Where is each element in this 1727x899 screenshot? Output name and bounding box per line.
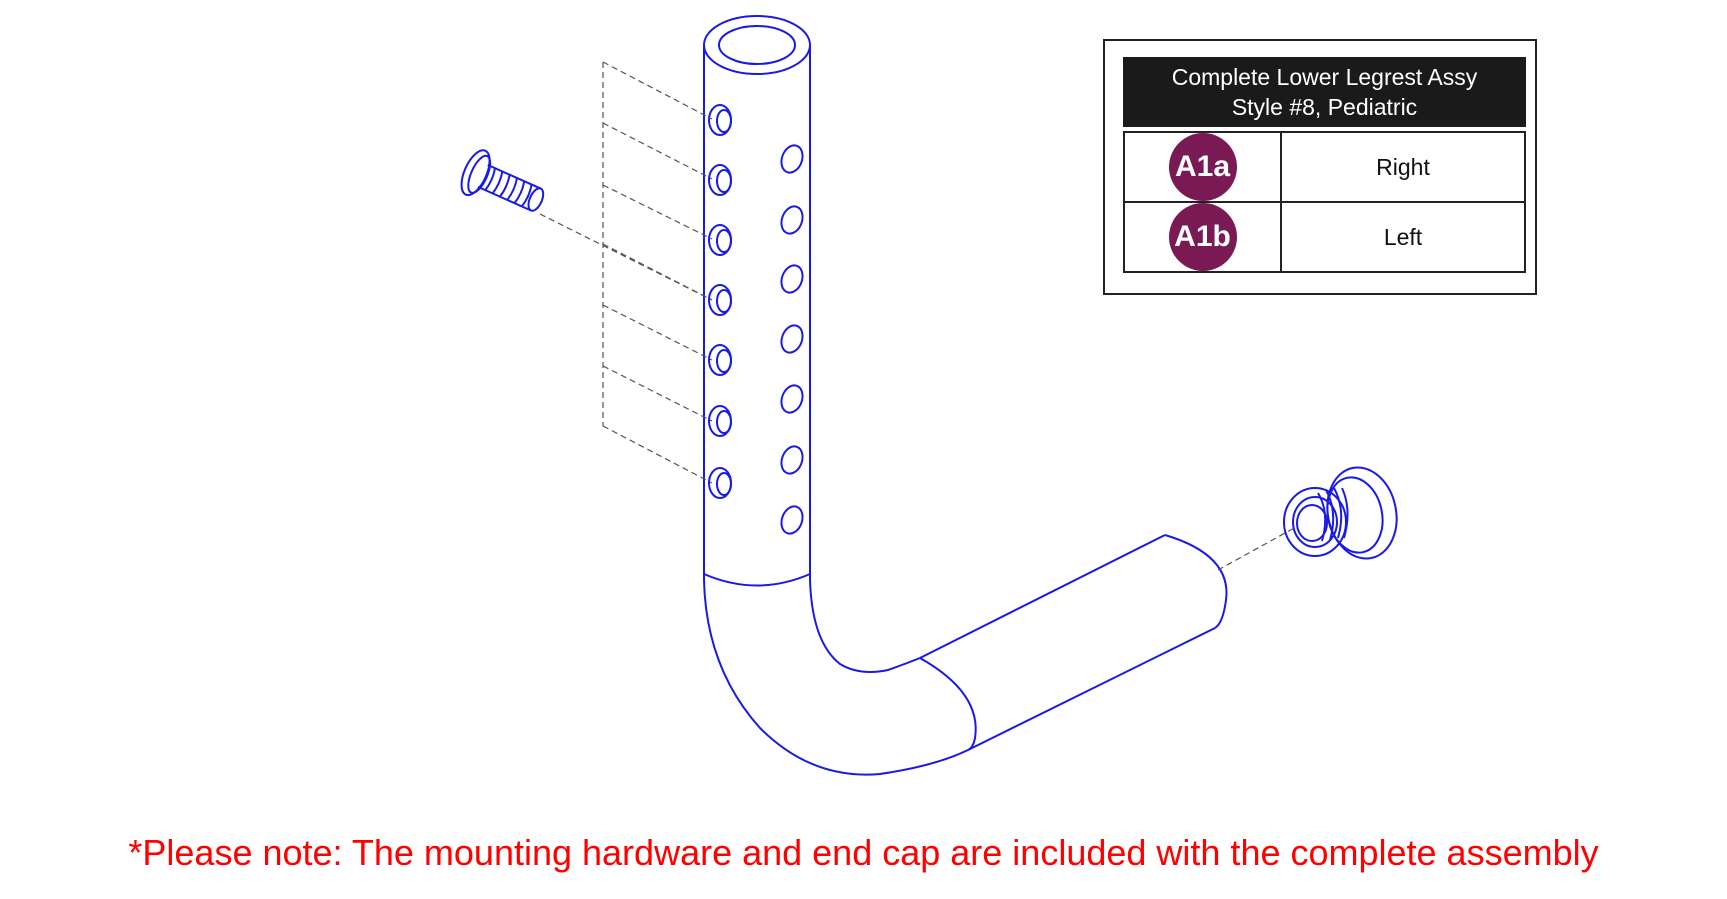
legrest-line-art: [460, 15, 1398, 776]
part-code-badge: A1b: [1168, 203, 1237, 271]
legend-title-line2: Style #8, Pediatric: [1231, 94, 1418, 120]
legend-table: A1a Right A1b Left: [1123, 131, 1526, 273]
part-label: Right: [1280, 131, 1526, 203]
legend-row-right: A1a Right: [1123, 131, 1526, 203]
legend-header: Complete Lower Legrest Assy Style #8, Pe…: [1123, 57, 1526, 127]
parts-legend: Complete Lower Legrest Assy Style #8, Pe…: [1103, 39, 1537, 295]
assembly-guide-lines: [539, 61, 1297, 571]
legend-row-left: A1b Left: [1123, 201, 1526, 273]
part-label: Left: [1280, 201, 1526, 273]
legend-title-line1: Complete Lower Legrest Assy: [1171, 64, 1478, 90]
tube-holes-front: [708, 104, 732, 499]
legrest-tube: [703, 15, 1228, 776]
mounting-bolt: [460, 149, 545, 212]
end-cap: [1283, 466, 1398, 560]
tube-holes-back: [780, 144, 804, 535]
assembly-note: *Please note: The mounting hardware and …: [128, 832, 1599, 873]
part-code-badge: A1a: [1168, 133, 1237, 201]
